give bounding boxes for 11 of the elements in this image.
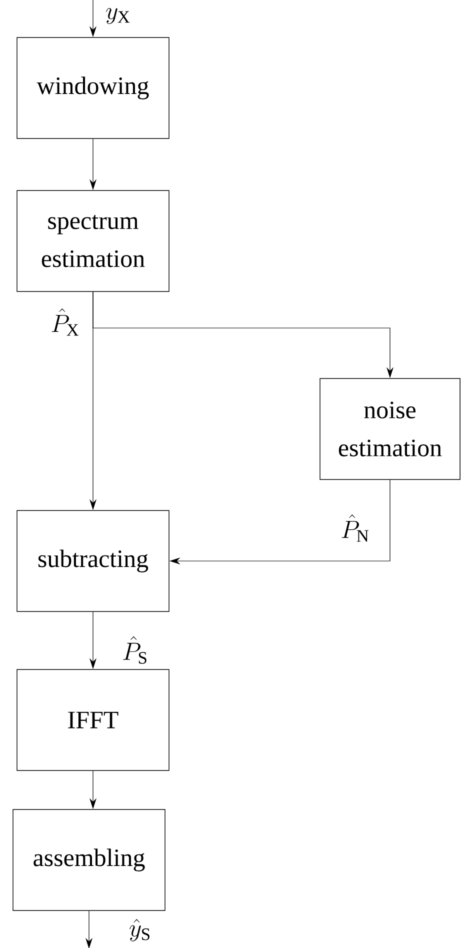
- edge-label: $\hat{P}_{\mathrm{S}}$: [121, 635, 149, 665]
- process-box: assembling: [12, 809, 166, 911]
- process-box: windowing: [16, 37, 170, 139]
- process-box: IFFT: [16, 669, 170, 771]
- process-box: spectrum estimation: [16, 190, 170, 292]
- edge-label: $\hat{y}_{\mathrm{S}}$: [128, 918, 152, 942]
- edge-label: $\hat{P}_{\mathrm{X}}$: [50, 307, 80, 337]
- process-box: noise estimation: [320, 378, 460, 480]
- edge-label: $y_{\mathrm{X}}$: [104, 7, 132, 25]
- process-box: subtracting: [16, 510, 170, 612]
- edge-label: $\hat{P}_{\mathrm{N}}$: [340, 513, 370, 543]
